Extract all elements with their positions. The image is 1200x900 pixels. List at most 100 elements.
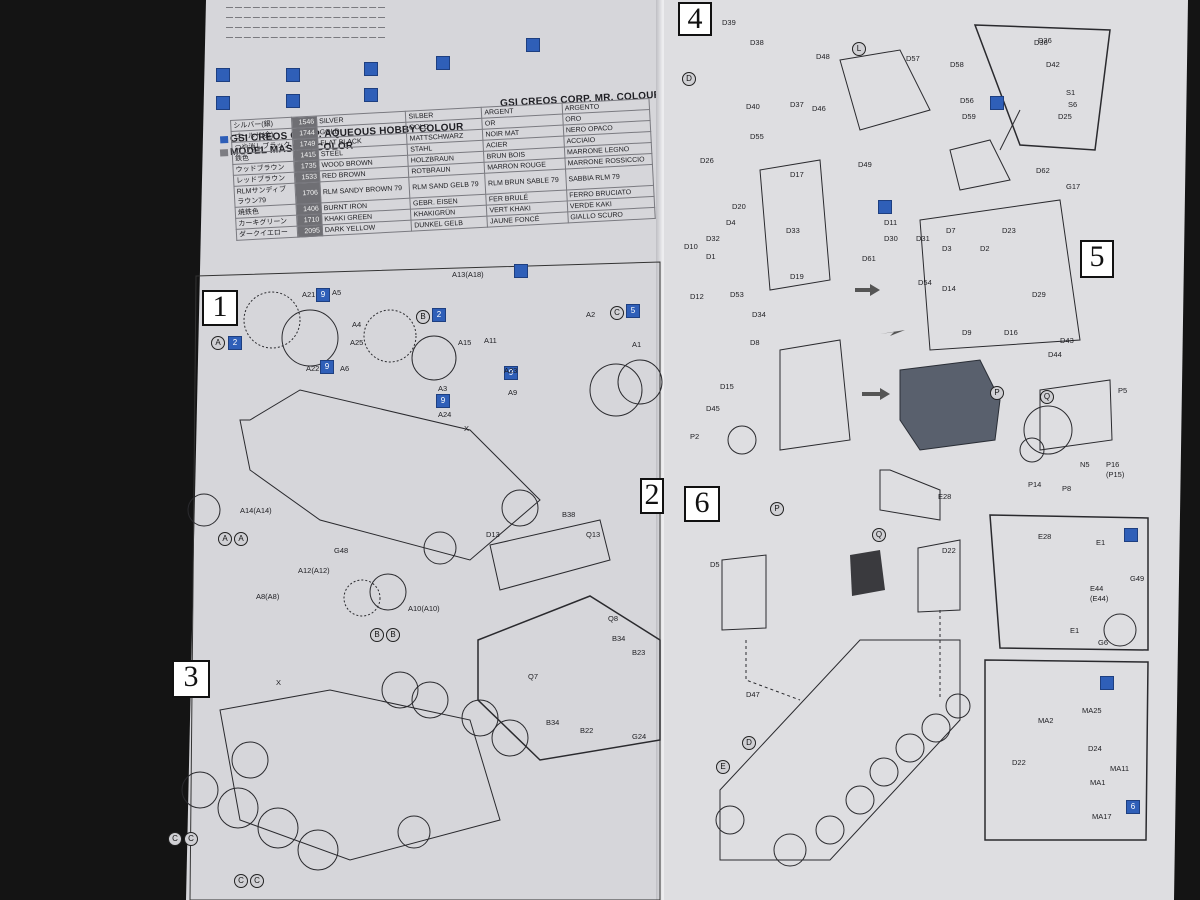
part-label: D1: [706, 252, 716, 261]
tag-a: A: [218, 532, 232, 546]
wheel-shape: [257, 807, 299, 849]
step-number-1: 1: [202, 290, 238, 326]
arrow-shape: [880, 330, 905, 336]
roadwheel-shape: [589, 363, 643, 417]
part-label: MA17: [1092, 812, 1112, 821]
left-page: — — — — — — — — — — — — — — — — — — — — …: [186, 0, 664, 900]
part-label: D16: [1004, 328, 1018, 337]
step-number-4: 4: [678, 2, 712, 36]
part-label: A4: [352, 320, 362, 329]
left-steps-frame: [189, 261, 661, 900]
guide-line: [745, 640, 801, 701]
sprocket-shape: [363, 309, 417, 363]
part-label: B38: [562, 510, 576, 519]
paint-callout-icon: 2: [228, 336, 242, 350]
wheel-shape: [461, 699, 499, 737]
wheel-shape: [491, 719, 529, 757]
wheel-shape: [369, 573, 407, 611]
part-label: A24: [438, 410, 452, 419]
part-label: X: [464, 424, 470, 433]
part-label: D29: [1032, 290, 1046, 299]
part-label: D49: [858, 160, 872, 169]
part-label: D7: [946, 226, 956, 235]
part-label: D38: [750, 38, 764, 47]
part-label: P16: [1106, 460, 1120, 469]
wheel-shape: [869, 757, 899, 787]
tag-c: C: [168, 832, 182, 846]
decal-icon: [526, 38, 540, 52]
part-label: D46: [812, 104, 826, 113]
part-label: D55: [750, 132, 764, 141]
part-label: B34: [612, 634, 626, 643]
paint-callout-icon: 9: [316, 288, 330, 302]
part-label: G6: [1098, 638, 1109, 647]
part-label: D48: [816, 52, 830, 61]
hull-shape: [719, 639, 961, 861]
wheel-shape: [845, 785, 875, 815]
tag-c: C: [184, 832, 198, 846]
part-label: G49: [1130, 574, 1145, 583]
wheel-shape: [297, 829, 339, 871]
firewall-shape: [759, 159, 831, 291]
part-label: D58: [950, 60, 964, 69]
drill-icon: [216, 96, 230, 110]
part-label: A15: [458, 338, 472, 347]
part-label: D43: [1060, 336, 1074, 345]
part-label: B22: [580, 726, 594, 735]
part-label: D10: [684, 242, 698, 251]
panel-shape: [879, 469, 941, 521]
paint-callout-icon: 5: [626, 304, 640, 318]
paint-callout-icon: 9: [504, 366, 518, 380]
wheel-shape: [815, 815, 845, 845]
paint-callout-icon: [990, 96, 1004, 110]
part-label: A22: [306, 364, 320, 373]
tank-shape: [917, 539, 961, 613]
leader-line: [999, 109, 1021, 151]
part-label: B23: [632, 648, 646, 657]
part-label: D37: [790, 100, 804, 109]
part-label: D56: [960, 96, 974, 105]
part-label: D45: [706, 404, 720, 413]
part-label: D40: [746, 102, 760, 111]
paint-callout-icon: 6: [1126, 800, 1140, 814]
part-label: D12: [690, 292, 704, 301]
legend-text: — — — — — — — — — — — — — — — — — —: [226, 24, 386, 31]
part-label: E28: [938, 492, 952, 501]
tag-c: C: [250, 874, 264, 888]
tag-b: B: [370, 628, 384, 642]
part-label: D36: [1034, 38, 1048, 47]
part-label: A3: [438, 384, 448, 393]
part-label: A5: [332, 288, 342, 297]
part-label: D15: [720, 382, 734, 391]
wheel-shape: [715, 805, 745, 835]
step-number-2: 2: [640, 478, 664, 514]
part-label: D62: [1036, 166, 1050, 175]
step-number-5: 5: [1080, 240, 1114, 278]
tag-p: P: [770, 502, 784, 516]
tag-b: B: [386, 628, 400, 642]
arrow-shape: [862, 388, 890, 400]
fan-shape: [1019, 437, 1045, 463]
paint-callout-icon: [878, 200, 892, 214]
part-label: MA1: [1090, 778, 1106, 787]
tag-p: P: [990, 386, 1004, 400]
wheel-shape: [1103, 613, 1137, 647]
part-label: A25: [350, 338, 364, 347]
star-icon: [436, 56, 450, 70]
wheel-shape: [343, 579, 381, 617]
part-label: E1: [1096, 538, 1106, 547]
part-label: A12(A12): [298, 566, 330, 575]
wheel-shape: [945, 693, 971, 719]
part-label: A2: [586, 310, 596, 319]
wheel-shape: [773, 833, 807, 867]
tag-b: B: [416, 310, 430, 324]
part-label: S1: [1066, 88, 1076, 97]
part-label: A6: [340, 364, 350, 373]
part-label: D42: [1046, 60, 1060, 69]
part-label: B34: [546, 718, 560, 727]
part-label: D59: [962, 112, 976, 121]
tag-q: Q: [1040, 390, 1054, 404]
part-label: A21: [302, 290, 316, 299]
legend-text: — — — — — — — — — — — — — — — — — —: [226, 4, 386, 11]
